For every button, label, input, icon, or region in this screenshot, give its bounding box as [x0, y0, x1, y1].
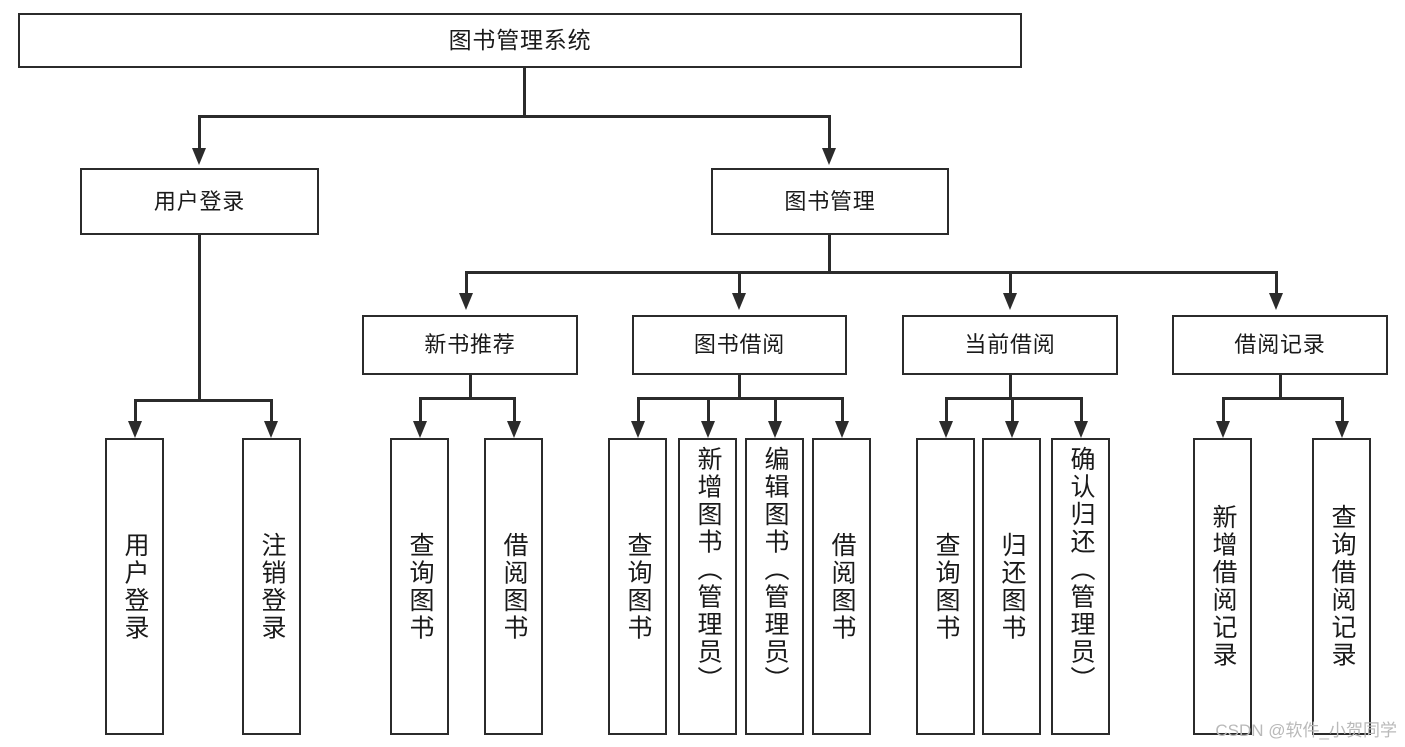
node-user-login[interactable]: 用户登录 [80, 168, 319, 235]
leaf-logout[interactable]: 注销登录 [242, 438, 301, 735]
node-label: 借阅记录 [1234, 332, 1326, 358]
connector-nbr-child-1 [419, 397, 422, 423]
node-label: 查询图书 [406, 531, 434, 642]
arrowhead-br-child-2 [1335, 421, 1349, 438]
node-book-management[interactable]: 图书管理 [711, 168, 949, 235]
node-new-book-recommend[interactable]: 新书推荐 [362, 315, 578, 375]
arrowhead-user-login-child-2 [264, 421, 278, 438]
connector-new-book-recommend-bus [419, 397, 516, 400]
node-label: 新增借阅记录 [1209, 504, 1237, 669]
connector-br-child-1 [1222, 397, 1225, 423]
connector-to-user-login [198, 115, 201, 150]
arrowhead-bb-child-3 [768, 421, 782, 438]
connector-to-new-book-recommend [465, 271, 468, 295]
leaf-nbr-query-books[interactable]: 查询图书 [390, 438, 449, 735]
connector-user-login-bus [134, 399, 272, 402]
connector-book-borrow-bus [637, 397, 844, 400]
arrowhead-nbr-child-1 [413, 421, 427, 438]
node-label: 新书推荐 [424, 332, 516, 358]
connector-level2-bus [198, 115, 830, 118]
node-book-borrow[interactable]: 图书借阅 [632, 315, 847, 375]
arrowhead-bb-child-1 [631, 421, 645, 438]
arrowhead-cb-child-3 [1074, 421, 1088, 438]
connector-borrow-record-bus [1222, 397, 1343, 400]
node-label: 图书管理系统 [448, 26, 592, 53]
connector-user-login-child-1 [134, 399, 137, 423]
connector-cb-child-1 [945, 397, 948, 423]
connector-user-login-child-2 [270, 399, 273, 423]
connector-current-borrow-bus [945, 397, 1082, 400]
connector-cb-child-3 [1080, 397, 1083, 423]
node-label: 用户登录 [121, 531, 149, 642]
connector-borrow-record-stem [1279, 375, 1282, 399]
connector-bb-child-2 [707, 397, 710, 423]
arrowhead-cb-child-2 [1005, 421, 1019, 438]
connector-root-stem [523, 68, 526, 116]
arrowhead-nbr-child-2 [507, 421, 521, 438]
connector-bb-child-3 [774, 397, 777, 423]
node-label: 查询借阅记录 [1328, 504, 1356, 669]
node-borrow-record[interactable]: 借阅记录 [1172, 315, 1388, 375]
arrowhead-user-login-child-1 [128, 421, 142, 438]
leaf-nbr-borrow-books[interactable]: 借阅图书 [484, 438, 543, 735]
leaf-bb-edit-book-admin[interactable]: 编辑图书（管理员） [745, 438, 804, 735]
connector-book-borrow-stem [738, 375, 741, 399]
node-label: 查询图书 [932, 531, 960, 642]
node-label: 图书借阅 [693, 332, 786, 358]
leaf-cb-confirm-return-admin[interactable]: 确认归还（管理员） [1051, 438, 1110, 735]
node-label: 归还图书 [998, 531, 1026, 642]
node-label: 查询图书 [624, 531, 652, 642]
node-root-book-management-system[interactable]: 图书管理系统 [18, 13, 1022, 68]
connector-user-login-stem [198, 235, 201, 401]
connector-to-borrow-record [1275, 271, 1278, 295]
arrowhead-bb-child-4 [835, 421, 849, 438]
arrowhead-br-child-1 [1216, 421, 1230, 438]
connector-to-book-borrow [738, 271, 741, 295]
node-current-borrow[interactable]: 当前借阅 [902, 315, 1118, 375]
node-label: 借阅图书 [500, 531, 528, 642]
leaf-br-add-record[interactable]: 新增借阅记录 [1193, 438, 1252, 735]
node-label: 图书管理 [784, 188, 876, 214]
arrowhead-to-book-management [822, 148, 836, 165]
arrowhead-cb-child-1 [939, 421, 953, 438]
arrowhead-to-new-book-recommend [459, 293, 473, 310]
arrowhead-to-borrow-record [1269, 293, 1283, 310]
leaf-bb-add-book-admin[interactable]: 新增图书（管理员） [678, 438, 737, 735]
node-label: 确认归还（管理员） [1067, 446, 1095, 694]
connector-nbr-child-2 [513, 397, 516, 423]
connector-bb-child-4 [841, 397, 844, 423]
leaf-bb-query-books[interactable]: 查询图书 [608, 438, 667, 735]
node-label: 注销登录 [258, 531, 286, 642]
connector-cb-child-2 [1011, 397, 1014, 423]
connector-br-child-2 [1341, 397, 1344, 423]
node-label: 当前借阅 [964, 332, 1056, 358]
connector-current-borrow-stem [1009, 375, 1012, 399]
node-label: 编辑图书（管理员） [761, 446, 789, 694]
arrowhead-to-current-borrow [1003, 293, 1017, 310]
arrowhead-to-user-login [192, 148, 206, 165]
connector-to-book-management [828, 115, 831, 150]
connector-to-current-borrow [1009, 271, 1012, 295]
leaf-cb-query-books[interactable]: 查询图书 [916, 438, 975, 735]
leaf-br-query-record[interactable]: 查询借阅记录 [1312, 438, 1371, 735]
node-label: 用户登录 [153, 188, 246, 214]
leaf-user-login[interactable]: 用户登录 [105, 438, 164, 735]
arrowhead-bb-child-2 [701, 421, 715, 438]
connector-bb-child-1 [637, 397, 640, 423]
leaf-bb-borrow-books[interactable]: 借阅图书 [812, 438, 871, 735]
connector-book-management-stem [828, 235, 831, 273]
leaf-cb-return-books[interactable]: 归还图书 [982, 438, 1041, 735]
node-label: 新增图书（管理员） [694, 446, 722, 694]
arrowhead-to-book-borrow [732, 293, 746, 310]
connector-new-book-recommend-stem [469, 375, 472, 399]
node-label: 借阅图书 [828, 531, 856, 642]
connector-level3-bus [465, 271, 1277, 274]
